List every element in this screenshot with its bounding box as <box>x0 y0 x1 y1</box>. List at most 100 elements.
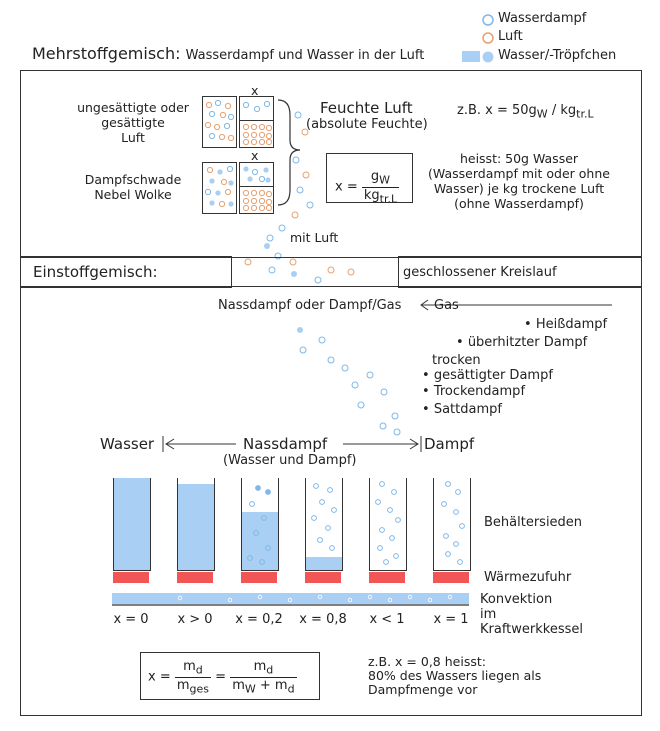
bubble-trail <box>244 111 401 436</box>
kreislauf-box: geschlossener Kreislauf <box>398 256 642 288</box>
tube-bubble <box>249 501 255 507</box>
x-label-3: x = 0,8 <box>299 612 347 627</box>
tube-bubble <box>453 509 459 515</box>
formula2-den2a-sub: W <box>244 682 256 696</box>
tube-bubble <box>253 530 259 536</box>
jar-fog-dots <box>204 165 234 208</box>
einstoff-title: Einstoffgemisch: <box>33 263 158 281</box>
example2-block: z.B. x = 0,8 heisst: 80% des Wassers lie… <box>368 655 541 697</box>
explain-line4: (ohne Wasserdampf) <box>454 196 584 211</box>
example-x-mid: / kg <box>547 103 577 118</box>
einstoff-title-box: Einstoffgemisch: <box>20 256 232 288</box>
tube-bubble <box>247 555 253 561</box>
formula2-num2: m <box>253 659 267 674</box>
tube-bubble <box>379 481 385 487</box>
formula2-num2-sub: d <box>266 663 274 677</box>
bullet-heissdampf: • Heißdampf <box>524 317 608 332</box>
mehrstoff-title: Mehrstoffgemisch: Wasserdampf und Wasser… <box>32 44 424 63</box>
heater-2 <box>241 572 277 583</box>
formula-x-num: g <box>370 169 380 184</box>
legend-wasser-label: Wasser/-Tröpfchen <box>498 48 617 63</box>
wasser-label: Wasser <box>100 435 155 453</box>
tube-bubble <box>375 499 381 505</box>
explain-block: heisst: 50g Wasser (Wasserdampf mit oder… <box>424 151 614 211</box>
tube-bubble <box>383 559 389 565</box>
heater-3 <box>305 572 341 583</box>
formula2-box: x = md mges = md mW + md <box>140 652 320 700</box>
nassdampf-label: Nassdampf <box>243 435 328 453</box>
konvektion-label: Konvektion im Kraftwerkkessel <box>480 592 583 637</box>
einstoff-box <box>20 286 642 716</box>
explain-line1: heisst: 50g Wasser <box>459 151 579 166</box>
tube-bubble <box>265 489 271 495</box>
tube-bubbles-2 <box>247 485 271 565</box>
tube-bubble <box>261 515 267 521</box>
konvektion-line1: Konvektion <box>480 592 553 607</box>
bullet-trocken-text: trocken <box>432 353 481 368</box>
konvektion-bubbles <box>177 594 453 603</box>
konvektion-line2: im <box>480 607 497 622</box>
bullet-trockendampf-text: Trockendampf <box>433 384 526 399</box>
tube-2 <box>241 478 279 571</box>
brace-icon <box>277 99 301 206</box>
formula-x-den-sub: tr.L <box>379 192 398 206</box>
tube-bubble <box>255 485 261 491</box>
formula2-lhs: x = <box>148 669 171 685</box>
formula-x-lhs: x = <box>335 179 358 195</box>
example-x: z.B. x = 50gW / kgtr.L <box>457 103 594 121</box>
heater-0 <box>113 572 149 583</box>
mehrstoff-title-rest: Wasserdampf und Wasser in der Luft <box>185 48 425 63</box>
mehrstoff-box <box>20 70 642 258</box>
formula2: x = md mges = md mW + md <box>148 659 297 695</box>
bullet-sattdampf: • Sattdampf <box>422 402 502 417</box>
explain-line2: (Wasserdampf mit oder ohne <box>428 166 610 181</box>
formula2-den2b-sub: d <box>287 682 295 696</box>
legend-luft-icon <box>482 32 494 44</box>
tube-bubble <box>393 553 399 559</box>
formula2-plus: + m <box>255 677 288 693</box>
formula2-eq: = <box>215 669 227 685</box>
heater-1 <box>177 572 213 583</box>
bullet-sattdampf-text: Sattdampf <box>433 402 502 417</box>
jar-fog-compare <box>239 162 274 214</box>
tube-bubble <box>327 487 333 493</box>
tube-water-3 <box>306 557 342 570</box>
tube-5 <box>433 478 471 571</box>
feuchte-luft-title: Feuchte Luft <box>320 99 413 117</box>
gas-arrow-head-icon <box>420 299 429 311</box>
bullet-heissdampf-text: Heißdampf <box>535 317 608 332</box>
fog-line1: Dampfschwade <box>84 172 182 187</box>
kreislauf-label: geschlossener Kreislauf <box>403 265 557 280</box>
tube-bubble <box>329 545 335 551</box>
formula2-frac2: md mW + md <box>230 659 297 696</box>
tube-bubble <box>379 527 385 533</box>
tube-bubble <box>455 489 461 495</box>
gas-label: Gas <box>434 298 459 313</box>
tube-bubble <box>445 551 451 557</box>
nassdampf-gas-label: Nassdampf oder Dampf/Gas <box>218 298 402 313</box>
bullet-trockendampf: • Trockendampf <box>422 384 526 399</box>
jar-fog-compare-dots <box>242 166 273 212</box>
tube-bubble <box>259 559 265 565</box>
nassdampf-left-arrow-head-icon <box>165 438 175 450</box>
example2-line3: Dampfmenge vor <box>368 682 478 697</box>
example2-line2: 80% des Wassers liegen als <box>368 668 542 683</box>
tube-bubble <box>331 507 337 513</box>
formula-x-frac: gW kgtr.L <box>361 169 400 206</box>
x-label-mid: x <box>251 148 259 163</box>
x-label-2: x = 0,2 <box>235 612 283 627</box>
x-label-5: x = 1 <box>433 612 469 627</box>
x-label-1: x > 0 <box>177 612 213 627</box>
tube-bubble <box>325 525 331 531</box>
jar-unsat-air-dots <box>204 99 235 142</box>
unsat-line2: gesättigte <box>101 115 165 130</box>
example-x-sub2: tr.L <box>576 107 594 121</box>
behaelter-label: Behältersieden <box>484 515 583 530</box>
tube-4 <box>369 478 407 571</box>
formula-x: x = gW kgtr.L <box>335 169 400 206</box>
tube-bubble <box>311 515 317 521</box>
nassdampf-right-arrow-head-icon <box>409 438 419 450</box>
tube-bubbles-1 <box>178 478 214 570</box>
tube-3 <box>305 478 343 571</box>
dampf-label: Dampf <box>424 435 475 453</box>
